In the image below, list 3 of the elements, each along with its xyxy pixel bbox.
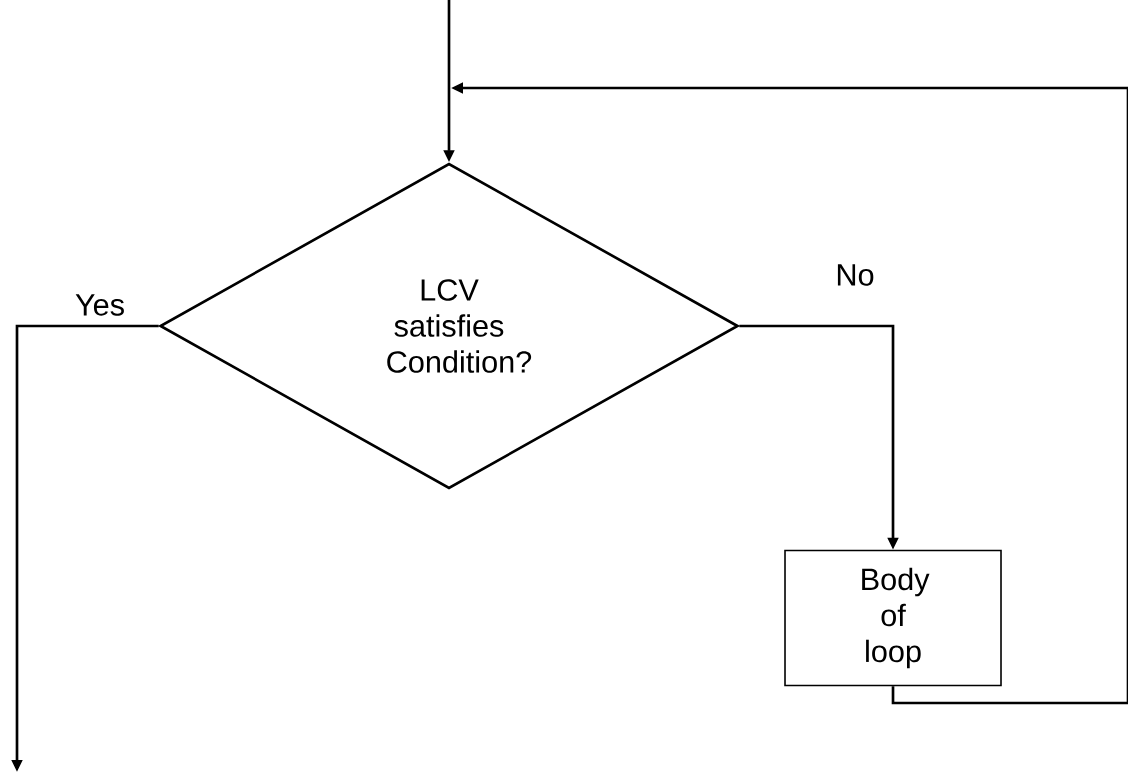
edge-label: Yes: [73, 292, 127, 318]
process-box: Body of loop: [784, 549, 1002, 687]
edge-label: No: [834, 263, 876, 288]
